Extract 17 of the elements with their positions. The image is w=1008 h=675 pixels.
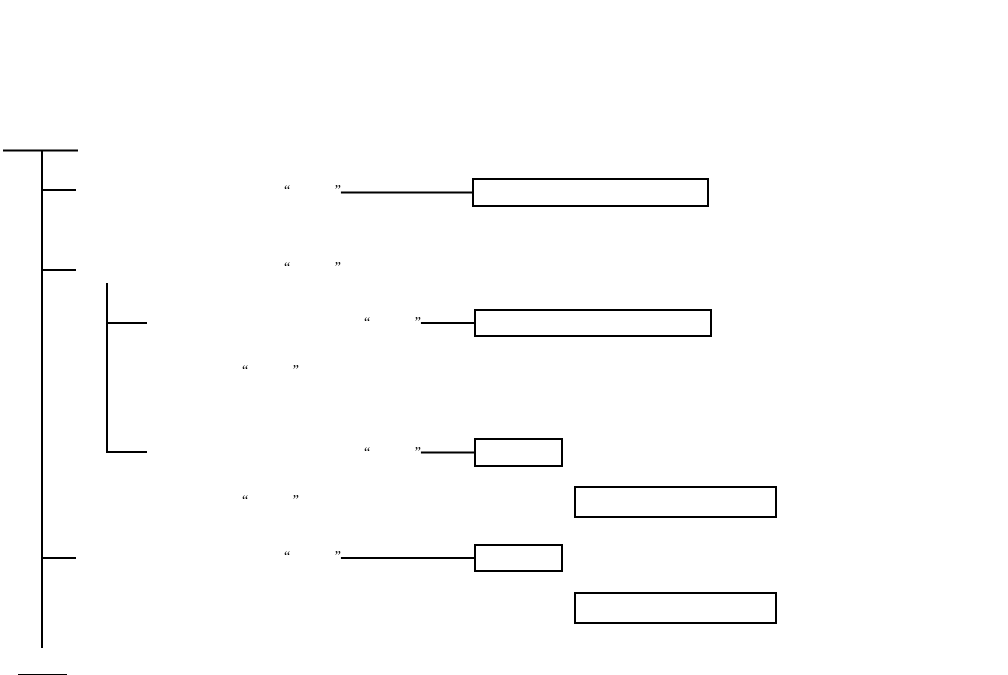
connector-line [419,322,475,324]
node-text: “ ” [284,183,341,199]
connector-line [339,557,475,559]
empty-box [574,486,777,518]
empty-box [474,544,563,572]
quote-text: “ ” [284,260,341,276]
quote-text: “ ” [242,363,299,379]
node-text: “ ” [284,549,341,565]
connector-line [419,451,475,454]
empty-box [472,178,709,207]
node-text: “ ” [364,315,421,331]
connector-line [339,191,473,194]
empty-box [574,592,777,624]
quote-text: “ ” [242,493,299,509]
node-text: “ ” [364,445,421,461]
empty-box [474,438,563,467]
empty-box [474,309,712,337]
